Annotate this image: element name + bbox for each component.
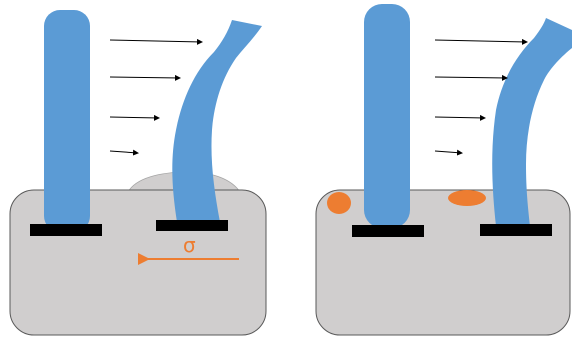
stress-symbol-label: σ (183, 235, 196, 255)
flow-arrow (435, 117, 485, 118)
flow-arrow (435, 40, 527, 42)
left-panel (10, 10, 266, 335)
right-base-plate-2 (480, 224, 552, 236)
flow-arrow (435, 151, 462, 153)
right-panel (316, 4, 572, 335)
left-base-plate-2 (156, 220, 228, 231)
flow-arrow (110, 151, 138, 153)
right-straight-pillar (364, 4, 410, 228)
flow-arrow (110, 77, 180, 78)
deposit-blob (327, 192, 351, 214)
left-base-plate-1 (30, 224, 102, 236)
flow-arrow (110, 117, 159, 118)
flow-arrow (435, 77, 507, 78)
right-substrate (316, 190, 570, 335)
right-base-plate-1 (352, 225, 424, 237)
left-straight-pillar (44, 10, 90, 232)
deposit-blob (448, 190, 486, 206)
flow-arrow (110, 40, 202, 42)
